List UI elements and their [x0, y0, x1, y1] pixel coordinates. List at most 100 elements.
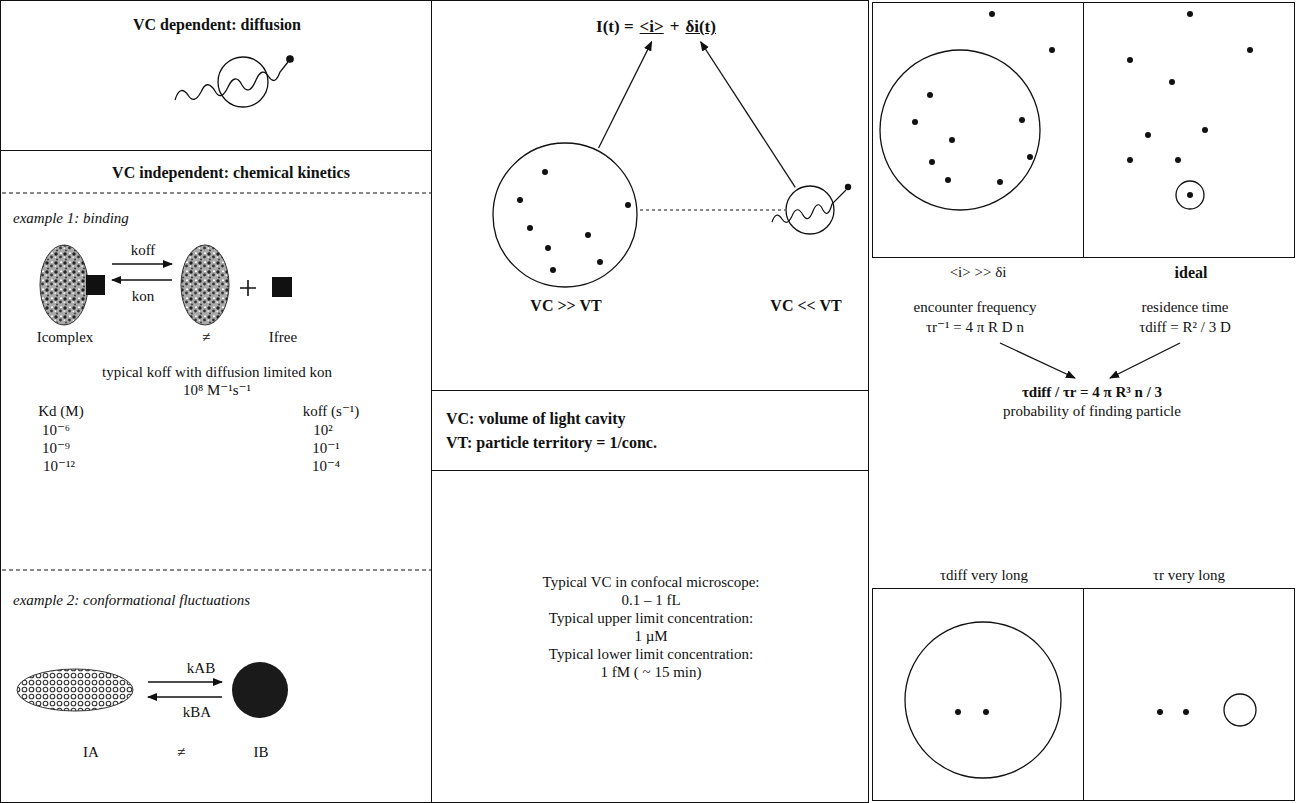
panel-drawing [1000, 343, 1075, 378]
formula-term: <i> [640, 17, 664, 37]
panel-drawing [955, 709, 961, 715]
panel-drawing [1176, 181, 1204, 209]
text-label: 10² [313, 422, 333, 439]
binding-illustration [112, 279, 172, 280]
panel-drawing [997, 179, 1003, 185]
heading-text: VC >> VT [530, 297, 601, 315]
panel-drawing [1019, 117, 1025, 123]
text-label: residence time [1141, 299, 1228, 316]
panel-drawing [880, 11, 1256, 778]
text-label: 10⁻⁹ [42, 440, 70, 457]
text-label: example 2: conformational fluctuations [13, 592, 250, 609]
formula-row: I(t) = <i> +δi(t) [596, 17, 716, 37]
text-label: IB [254, 744, 269, 761]
text-label: τdiff very long [940, 567, 1028, 584]
formula-term: I(t) = [596, 17, 634, 37]
panel-drawing [912, 119, 918, 125]
pointer-arrow [701, 42, 796, 188]
panel-drawing [880, 50, 1040, 210]
text-label: ≠ [177, 744, 185, 761]
panel-drawing [927, 92, 933, 98]
text-label: koff [131, 242, 156, 259]
binding-illustration [40, 245, 292, 325]
cavity-illustration [845, 184, 851, 190]
pointer-arrow [599, 42, 652, 148]
panel-drawing [949, 137, 955, 143]
cavity-illustration [493, 143, 851, 287]
table-cell: VC dependent: diffusion [0, 0, 432, 151]
text-label: kBA [183, 704, 211, 721]
cavity-illustration [545, 245, 551, 251]
panel-drawing [1049, 47, 1055, 53]
heading-text: VC: volume of light cavity [446, 410, 626, 428]
formula-term: + [670, 17, 680, 37]
dashed-separator [2, 570, 431, 571]
text-label: Typical upper limit concentration: [549, 610, 753, 627]
text-label: <i> >> δi [950, 264, 1007, 281]
figure-panel: τdiff very long [872, 588, 1084, 801]
binding-illustration [40, 245, 88, 325]
text-label: probability of finding particle [1003, 403, 1181, 420]
text-label: 10⁻⁴ [312, 458, 340, 475]
panel-drawing [1175, 157, 1181, 163]
text-label: ≠ [202, 329, 210, 346]
polymer-in-cavity [287, 56, 293, 62]
text-label: koff (s⁻¹) [303, 403, 360, 420]
figure-panel: τr very long [1083, 588, 1295, 801]
text-label: 0.1 – 1 fL [621, 592, 680, 609]
conformation-illustration [17, 669, 133, 711]
cavity-illustration [625, 202, 631, 208]
panel-drawing [1202, 127, 1208, 133]
conformation-illustration [232, 662, 288, 718]
cavity-illustration [542, 169, 548, 175]
text-label: τdiff / τr = 4 π R³ n / 3 [1022, 384, 1162, 401]
polymer-in-cavity [218, 57, 268, 107]
panel-drawing [989, 11, 995, 17]
panel-drawing [1187, 192, 1193, 198]
panel-drawing [905, 622, 1061, 778]
panel-drawing [1169, 79, 1175, 85]
panel-drawing [1127, 157, 1133, 163]
text-label: τdiff = R² / 3 D [1139, 319, 1231, 336]
cavity-illustration [527, 225, 533, 231]
text-label: kAB [187, 660, 215, 677]
binding-illustration [86, 275, 105, 295]
text-label: kon [132, 288, 155, 305]
panel-drawing [1224, 694, 1256, 726]
panel-drawing [929, 159, 935, 165]
panel-drawing [945, 177, 951, 183]
text-label: 1 µM [634, 628, 667, 645]
table-cell: VC: volume of light cavityVT: particle t… [431, 390, 869, 471]
heading-text: VT: particle territory = 1/conc. [446, 434, 657, 452]
dashed-separator [2, 193, 431, 570]
text-label: Icomplex [37, 329, 94, 346]
text-label: Ifree [269, 329, 297, 346]
text-label: 10⁻¹² [43, 458, 75, 475]
binding-illustration [240, 280, 256, 296]
formula-term: δi(t) [685, 17, 716, 37]
heading-text: VC << VT [770, 297, 841, 315]
cavity-illustration [517, 197, 523, 203]
binding-illustration [181, 245, 229, 325]
cavity-illustration [550, 267, 556, 273]
panel-drawing [1187, 11, 1193, 17]
polymer-in-cavity [175, 62, 288, 100]
text-label: example 1: binding [13, 210, 129, 227]
text-label: 10⁸ M⁻¹s⁻¹ [183, 382, 251, 399]
panel-drawing [983, 709, 989, 715]
text-label: 10⁻¹ [312, 440, 339, 457]
conformation-illustration [148, 696, 222, 697]
text-label: Typical VC in confocal microscope: [543, 574, 760, 591]
panel-drawing [1110, 343, 1180, 378]
cavity-illustration [786, 186, 834, 234]
polymer-in-cavity [175, 56, 293, 107]
panel-drawing [1027, 154, 1033, 160]
table-cell: I(t) = <i> +δi(t) VC >> VT VC << VT [431, 0, 869, 391]
dashed-separator [2, 193, 431, 194]
text-label: Kd (M) [38, 403, 83, 420]
cavity-illustration [493, 143, 637, 287]
cavity-illustration [772, 190, 846, 222]
